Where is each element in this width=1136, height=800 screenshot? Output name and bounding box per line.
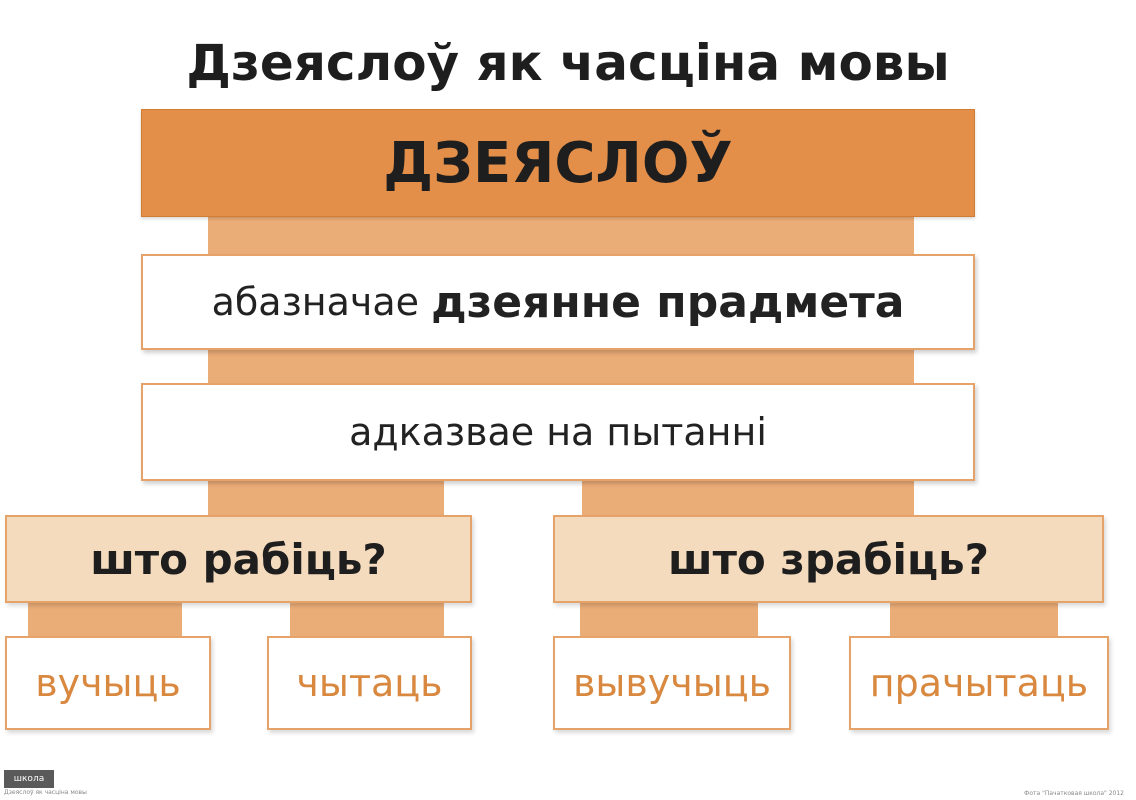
root-label: ДЗЕЯСЛОЎ (383, 130, 733, 196)
connector-definition-answers (208, 348, 914, 386)
example-box: прачытаць (849, 636, 1109, 730)
footer-credit: Фота "Пачатковая школа" 2012 (1024, 790, 1124, 797)
connector-answers-question-right (582, 478, 914, 518)
question-label: што зрабіць? (667, 534, 989, 584)
logo: школа (4, 770, 54, 788)
question-box-imperfective: што рабіць? (5, 515, 472, 603)
connector-question-left-example-2 (290, 600, 444, 638)
root-box: ДЗЕЯСЛОЎ (141, 109, 975, 217)
connector-question-right-example-2 (890, 600, 1058, 638)
example-box: вучыць (5, 636, 211, 730)
footer-caption: Дзеяслоў як часціна мовы (4, 789, 87, 796)
example-label: чытаць (296, 661, 443, 705)
question-label: што рабіць? (90, 534, 387, 584)
connector-answers-question-left (208, 478, 444, 518)
definition-box: абазначае дзеянне прадмета (141, 254, 975, 350)
connector-root-definition (208, 214, 914, 256)
definition-bold: дзеянне прадмета (431, 276, 905, 328)
answers-box: адказвае на пытанні (141, 383, 975, 481)
example-label: вучыць (35, 661, 181, 705)
answers-label: адказвае на пытанні (349, 410, 767, 454)
example-box: вывучыць (553, 636, 791, 730)
page-title: Дзеяслоў як часціна мовы (186, 34, 950, 92)
example-label: вывучыць (573, 661, 771, 705)
definition-prefix: абазначае (211, 280, 420, 324)
question-box-perfective: што зрабіць? (553, 515, 1104, 603)
example-label: прачытаць (869, 661, 1089, 705)
example-box: чытаць (267, 636, 472, 730)
connector-question-left-example-1 (28, 600, 182, 638)
connector-question-right-example-1 (580, 600, 758, 638)
